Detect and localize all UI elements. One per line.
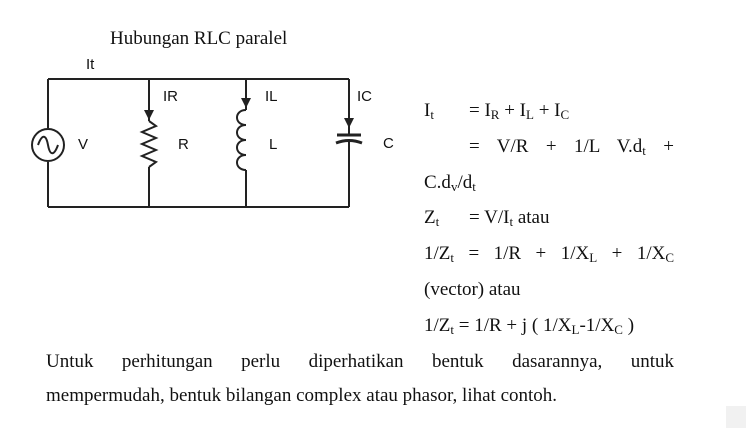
- equation-vector-note: (vector) atau: [424, 279, 521, 300]
- equation-it-sum-rhs: = IR + IL + IC: [469, 100, 570, 122]
- equation-admittance: 1/Zt = 1/R + 1/XL + 1/XC: [424, 243, 674, 265]
- ic-arrow-icon: [344, 118, 354, 128]
- inductor-coil: [236, 109, 247, 171]
- label-il: IL: [265, 88, 278, 105]
- label-v: V: [78, 136, 89, 153]
- ac-sine-wave: [37, 135, 59, 155]
- paragraph-line-1: Untuk perhitungan perlu diperhatikan ben…: [46, 351, 674, 372]
- label-it: It: [86, 56, 95, 73]
- figure-title: Hubungan RLC paralel: [110, 28, 288, 49]
- label-ir: IR: [163, 88, 178, 105]
- equation-it-sum: It: [424, 100, 434, 122]
- paragraph-line-2: mempermudah, bentuk bilangan complex ata…: [46, 385, 558, 406]
- resistor-zigzag: [139, 120, 159, 168]
- body-paragraph: Untuk perhitungan perlu diperhatikan ben…: [46, 345, 674, 413]
- equation-complex-admittance: 1/Zt = 1/R + j ( 1/XL-1/XC ): [424, 315, 635, 337]
- equation-it-expansion: = V/R + 1/L V.dt +: [469, 136, 674, 158]
- label-r: R: [178, 136, 189, 153]
- equation-zt: Zt: [424, 207, 440, 229]
- il-arrow-icon: [241, 98, 251, 108]
- equation-capacitor-term: C.dv/dt: [424, 172, 476, 194]
- equation-zt-rhs: = V/It atau: [469, 207, 550, 229]
- corner-patch: [726, 406, 746, 428]
- label-ic: IC: [357, 88, 372, 105]
- ir-arrow-icon: [144, 110, 154, 120]
- ac-source-icon: [31, 128, 65, 162]
- label-c: C: [383, 135, 394, 152]
- label-l: L: [269, 136, 278, 153]
